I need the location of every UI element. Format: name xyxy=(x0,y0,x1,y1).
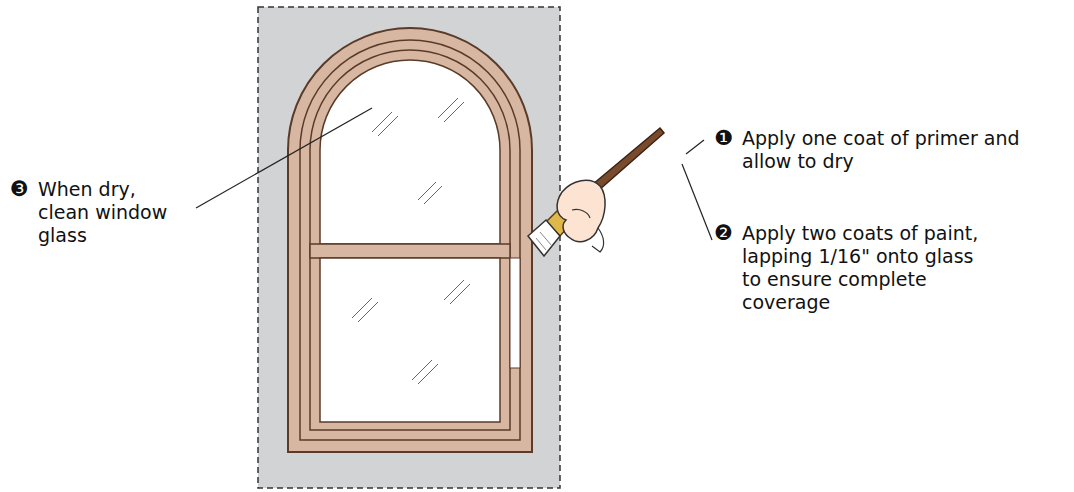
sash-outline xyxy=(310,50,510,430)
callout-text: Apply one coat of primer and allow to dr… xyxy=(742,127,1042,173)
fresh-paint-strip xyxy=(510,258,520,368)
wall-area xyxy=(258,7,560,488)
lower-glass xyxy=(320,258,500,422)
callout-number: ❷ xyxy=(714,222,733,245)
callout-number: ❸ xyxy=(10,178,29,201)
glass-reflections xyxy=(352,98,470,384)
meeting-rail xyxy=(310,244,510,258)
paint-brush xyxy=(528,128,664,256)
window-frame xyxy=(288,28,532,452)
hand xyxy=(557,180,605,241)
upper-glass xyxy=(320,60,500,244)
hand-detail xyxy=(572,209,604,252)
callout-text: When dry, clean window glass xyxy=(38,178,188,247)
frame-inner-line xyxy=(300,40,520,440)
callout-text: Apply two coats of paint, lapping 1/16" … xyxy=(742,222,982,314)
leader-line xyxy=(682,164,712,240)
callout-number: ❶ xyxy=(714,127,733,150)
leader-line xyxy=(686,140,704,154)
leader-line xyxy=(196,108,372,208)
